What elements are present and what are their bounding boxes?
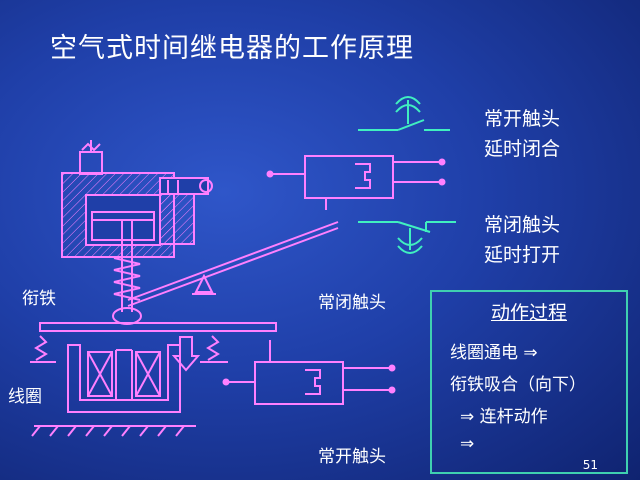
page-number: 51 [582, 458, 598, 472]
adjusting-screw [79, 140, 103, 175]
nc-delay-open-label-1: 常闭触头 [484, 214, 561, 236]
no-delay-close-symbol [358, 96, 450, 131]
slide-title: 空气式时间继电器的工作原理 [50, 33, 414, 64]
delayed-microswitch [266, 155, 446, 210]
air-chamber [61, 172, 213, 258]
electromagnet [67, 344, 181, 413]
process-step-1: 线圈通电 ⇒ [450, 343, 538, 363]
nc-delay-open-symbol [358, 221, 456, 254]
lever [127, 221, 339, 307]
process-step-4: ⇒ [460, 434, 475, 454]
nc-delay-open-label-2: 延时打开 [484, 244, 561, 266]
process-step-2: 衔铁吸合（向下） [450, 375, 586, 395]
instant-microswitch [222, 340, 396, 405]
nc-contact-label: 常闭触头 [318, 293, 386, 313]
no-delay-close-label-1: 常开触头 [484, 108, 561, 130]
action-process-box: 动作过程 线圈通电 ⇒ 衔铁吸合（向下） ⇒ 连杆动作 ⇒ [430, 290, 628, 474]
no-delay-close-label-2: 延时闭合 [484, 138, 561, 160]
armature-label: 衔铁 [22, 289, 56, 309]
no-contact-label: 常开触头 [318, 447, 386, 467]
process-step-3: ⇒ 连杆动作 [460, 407, 548, 427]
coil-label: 线圈 [8, 387, 42, 407]
piston-rod [112, 220, 142, 325]
action-process-title: 动作过程 [490, 302, 567, 324]
ground-base [31, 425, 196, 437]
